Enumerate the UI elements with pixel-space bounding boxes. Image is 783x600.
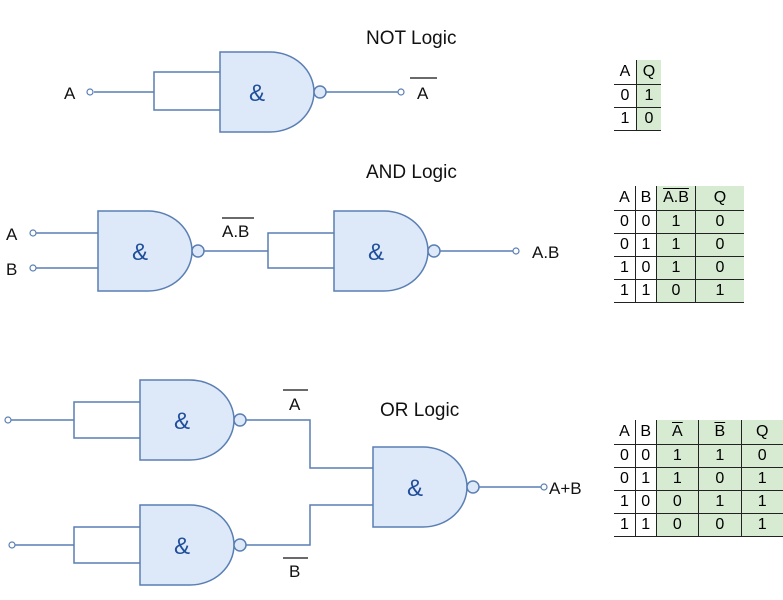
header-cell: B	[634, 420, 657, 445]
cell: 1	[695, 279, 744, 303]
cell: 0	[698, 467, 742, 491]
cell: 0	[656, 279, 696, 303]
header-cell: A	[614, 186, 636, 211]
cell: 1	[635, 233, 657, 257]
header-cell: A	[655, 420, 699, 445]
header-cell: A.B	[656, 186, 696, 211]
header-cell: B	[698, 420, 742, 445]
nand-symbol: &	[174, 408, 190, 435]
cell: 1	[614, 256, 636, 280]
cell: 1	[614, 513, 636, 537]
cell: 0	[698, 513, 742, 537]
not-truth-table: A Q 0 1 1 0	[614, 60, 661, 131]
not-circuit: & A A	[64, 51, 437, 133]
nand-symbol: &	[174, 533, 190, 560]
header-cell: B	[635, 186, 657, 211]
cell: 1	[698, 444, 742, 468]
not-output-terminal	[397, 88, 405, 96]
cell: 1	[698, 490, 742, 514]
and-output-label: A.B	[532, 243, 559, 262]
cell: 0	[635, 210, 657, 234]
and-circuit: & & A B A.B A.B	[6, 210, 559, 292]
or-circuit: & & & A B A+B	[4, 379, 582, 586]
header-cell: Q	[695, 186, 744, 211]
cell: 0	[655, 513, 699, 537]
cell: 0	[634, 444, 657, 468]
cell: 1	[614, 279, 636, 303]
cell: 1	[614, 107, 637, 131]
or-b-bar-label: B	[289, 562, 300, 581]
cell: 0	[740, 444, 783, 468]
cell: 1	[656, 233, 696, 257]
not-output-label: A	[417, 84, 429, 103]
cell: 1	[636, 84, 661, 108]
header-cell: Q	[636, 60, 661, 85]
cell: 1	[656, 256, 696, 280]
cell: 0	[655, 490, 699, 514]
or-output-label: A+B	[549, 479, 582, 498]
header-cell: Q	[740, 420, 783, 445]
or-logic-title: OR Logic	[380, 400, 459, 421]
and-input-a-label: A	[6, 225, 18, 244]
cell: 0	[614, 467, 636, 491]
header-cell: A	[614, 60, 637, 85]
cell: 1	[740, 513, 783, 537]
cell: 1	[634, 513, 657, 537]
cell: 1	[740, 467, 783, 491]
header-cell: A	[614, 420, 636, 445]
cell: 0	[614, 233, 636, 257]
not-logic-title: NOT Logic	[366, 28, 456, 49]
cell: 1	[655, 467, 699, 491]
cell: 1	[635, 279, 657, 303]
nand-symbol: &	[132, 239, 148, 266]
cell: 0	[634, 490, 657, 514]
or-a-bar-label: A	[289, 395, 301, 414]
cell: 0	[635, 256, 657, 280]
cell: 0	[614, 444, 636, 468]
cell: 1	[634, 467, 657, 491]
cell: 1	[656, 210, 696, 234]
not-input-label: A	[64, 84, 76, 103]
cell: 0	[614, 210, 636, 234]
and-logic-title: AND Logic	[366, 162, 457, 183]
cell: 1	[655, 444, 699, 468]
cell: 0	[636, 107, 661, 131]
cell: 1	[614, 490, 636, 514]
and-input-b-label: B	[6, 260, 17, 279]
cell: 0	[695, 210, 744, 234]
cell: 1	[740, 490, 783, 514]
cell: 0	[614, 84, 637, 108]
nand-symbol: &	[407, 475, 423, 502]
nand-symbol: &	[368, 239, 384, 266]
and-mid-label: A.B	[222, 222, 249, 241]
nand-symbol: &	[249, 80, 265, 107]
cell: 0	[695, 233, 744, 257]
not-nand-gate	[219, 51, 315, 133]
not-input-terminal	[86, 88, 94, 96]
cell: 0	[695, 256, 744, 280]
